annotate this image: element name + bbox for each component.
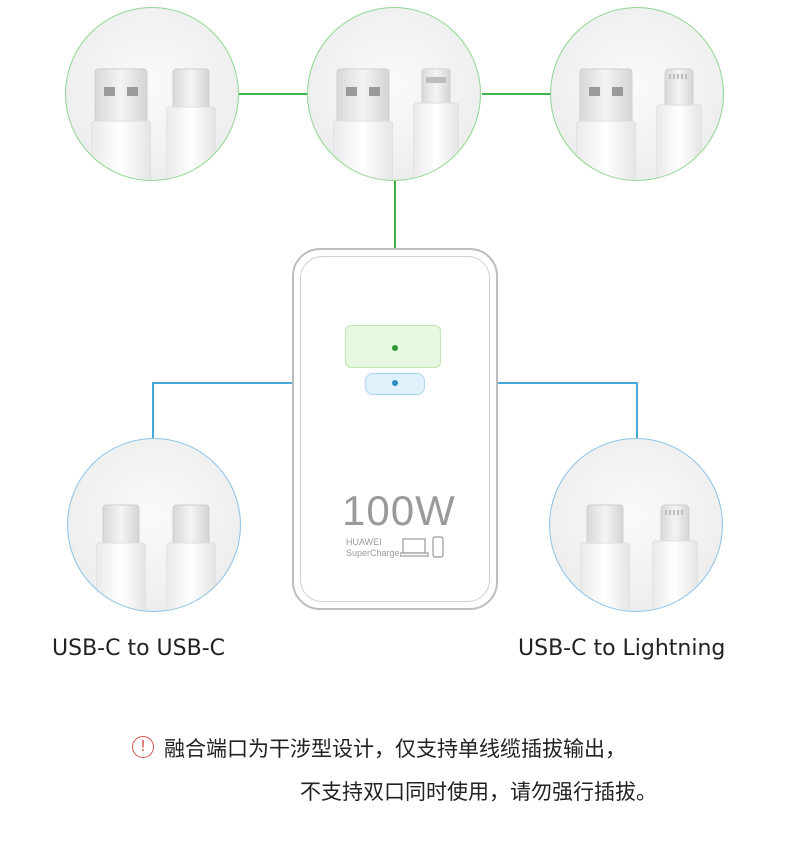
lightning-plug-icon xyxy=(652,504,698,611)
laptop-icon xyxy=(400,538,429,557)
usb-c-plug-icon xyxy=(166,68,216,180)
cable-circle-usb-c-to-lightning xyxy=(549,438,723,612)
usb-c-port-marker xyxy=(392,380,398,386)
notice-line-1: 融合端口为干涉型设计，仅支持单线缆插拔输出， xyxy=(164,737,626,761)
top-connector-line-left xyxy=(238,93,308,95)
charger-body xyxy=(292,248,498,610)
cable-circle-usb-a-to-lightning xyxy=(550,7,724,181)
charger-wattage-label: 100W xyxy=(342,487,456,534)
usb-a-plug-icon xyxy=(333,68,393,180)
brand-line-1: HUAWEI xyxy=(346,537,382,547)
cable-circle-usb-a-to-usb-c xyxy=(65,7,239,181)
usb-a-plug-icon xyxy=(91,68,151,180)
charger-brand-label: HUAWEI SuperCharge xyxy=(346,537,400,559)
charger-face xyxy=(300,256,490,602)
usb-c-line-left-drop xyxy=(152,382,154,438)
cable-circle-usb-c-to-usb-c xyxy=(67,438,241,612)
brand-line-2: SuperCharge xyxy=(346,548,400,558)
cable-circle-usb-a-to-micro-usb xyxy=(307,7,481,181)
phone-icon xyxy=(432,536,444,558)
usb-c-plug-icon xyxy=(580,504,630,611)
usb-c-line-right-drop xyxy=(636,382,638,438)
usb-c-plug-icon xyxy=(96,504,146,611)
caption-usb-c-to-lightning: USB-C to Lightning xyxy=(518,636,726,661)
caption-usb-c-to-usb-c: USB-C to USB-C xyxy=(52,636,225,661)
exclamation-circle-icon: ! xyxy=(132,736,154,758)
usb-a-plug-icon xyxy=(576,68,636,180)
notice-line-2: 不支持双口同时使用，请勿强行插拔。 xyxy=(300,780,657,804)
usb-c-plug-icon xyxy=(166,504,216,611)
lightning-plug-icon xyxy=(656,68,702,180)
usb-a-port-marker xyxy=(392,345,398,351)
top-connector-line-right xyxy=(482,93,552,95)
micro-usb-plug-icon xyxy=(413,68,459,180)
